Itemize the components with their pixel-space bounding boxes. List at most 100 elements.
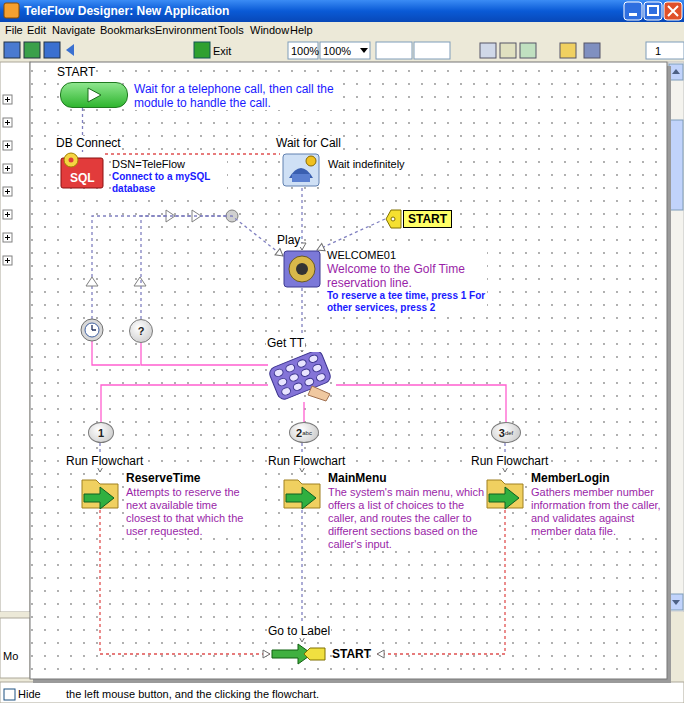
graphic-part bbox=[3, 95, 12, 265]
graphic-part bbox=[31, 63, 666, 678]
connector bbox=[141, 343, 268, 365]
digit-circle: 2abc bbox=[289, 422, 319, 443]
graphic-part bbox=[92, 216, 232, 319]
menu-item: Help bbox=[290, 24, 313, 36]
graphic-part bbox=[4, 42, 20, 58]
graphic-part bbox=[4, 3, 19, 18]
node-text-column: Wait for a telephone call, then call the… bbox=[134, 82, 339, 110]
node-heading: Run Flowchart bbox=[267, 454, 346, 468]
condition-circle: ? bbox=[129, 319, 153, 343]
graphic-part bbox=[82, 480, 118, 508]
menu-item: Bookmarks bbox=[100, 24, 155, 36]
connector bbox=[301, 510, 302, 642]
ui-label: 100% bbox=[323, 45, 351, 57]
run-flowchart-icon bbox=[282, 472, 322, 510]
speaker-icon bbox=[283, 250, 321, 288]
ui-label: Exit bbox=[213, 45, 231, 57]
node-text: The system's main menu, which offers a l… bbox=[328, 486, 488, 551]
graphic-part bbox=[489, 487, 519, 509]
graphic-part bbox=[0, 618, 30, 678]
graphic-part bbox=[584, 43, 600, 58]
graphic-part bbox=[300, 368, 311, 378]
graphic-part bbox=[85, 323, 99, 337]
node-text: MemberLogin bbox=[531, 471, 661, 486]
goto-icon bbox=[270, 642, 328, 666]
graphic-part bbox=[296, 359, 307, 369]
graphic-part bbox=[629, 13, 637, 16]
node-text: Gathers member number information from t… bbox=[531, 486, 661, 538]
graphic-part bbox=[5, 97, 10, 263]
connector bbox=[303, 402, 304, 422]
graphic-part bbox=[69, 158, 74, 163]
graphic-part bbox=[285, 363, 296, 373]
node-text: Attempts to reserve the next available t… bbox=[126, 486, 254, 538]
graphic-part bbox=[66, 44, 74, 56]
menu-item: File bbox=[5, 24, 23, 36]
graphic-part bbox=[0, 682, 684, 703]
run-flowchart-icon bbox=[485, 472, 525, 510]
graphic-part bbox=[669, 120, 683, 210]
graphic-part bbox=[669, 64, 683, 80]
menu-item: Edit bbox=[27, 24, 46, 36]
label-tag-icon bbox=[385, 208, 403, 230]
graphic-part bbox=[386, 210, 401, 228]
graphic-part bbox=[284, 480, 320, 508]
graphic-part bbox=[292, 174, 310, 182]
graphic-part bbox=[320, 42, 370, 59]
start-node: STARTWait for a telephone call, then cal… bbox=[60, 82, 128, 108]
graphic-part bbox=[391, 217, 395, 221]
graphic-part bbox=[273, 368, 284, 378]
graphic-part bbox=[88, 88, 101, 102]
ui-label: the left mouse button, and the clicking … bbox=[66, 688, 319, 700]
node-text: ReserveTime bbox=[126, 471, 254, 486]
graphic-part bbox=[308, 386, 330, 401]
node-text-column: WELCOME01Welcome to the Golf Time reserv… bbox=[327, 248, 487, 314]
graphic-part bbox=[292, 382, 303, 392]
graphic-part bbox=[92, 325, 96, 330]
letters-text: abc bbox=[302, 430, 312, 436]
digit-text: ? bbox=[138, 325, 145, 337]
graphic-part bbox=[376, 42, 412, 59]
ui-label: Mo bbox=[3, 650, 18, 662]
graphic-part bbox=[0, 38, 684, 62]
menu-item: Tools bbox=[218, 24, 244, 36]
graphic-part bbox=[668, 6, 678, 16]
graphic-part bbox=[277, 377, 288, 387]
node-text: Connect to a mySQL database bbox=[112, 171, 227, 195]
label-name: START bbox=[403, 210, 452, 228]
connector bbox=[301, 188, 302, 250]
node-text-column: MemberLoginGathers member number informa… bbox=[531, 471, 661, 538]
graphic-part bbox=[648, 6, 658, 15]
node-heading: Play bbox=[276, 233, 301, 247]
graphic-part bbox=[360, 48, 368, 53]
node-text-column: Wait indefinitely bbox=[328, 157, 438, 171]
connector bbox=[317, 219, 385, 250]
connector bbox=[101, 385, 268, 422]
graphic-part bbox=[304, 377, 315, 387]
graphic-part bbox=[520, 43, 536, 58]
graphic-part bbox=[44, 42, 60, 58]
graphic-part bbox=[624, 2, 642, 20]
connector bbox=[141, 216, 283, 319]
wait-call-node: Wait for CallWait indefinitely bbox=[280, 152, 322, 188]
graphic-part bbox=[268, 352, 332, 401]
play-node: PlayWELCOME01Welcome to the Golf Time re… bbox=[283, 250, 321, 288]
graphic-part bbox=[672, 600, 680, 605]
graphic-part bbox=[289, 256, 315, 282]
node-text-column: MainMenuThe system's main menu, which of… bbox=[328, 471, 488, 551]
graphic-part bbox=[669, 594, 683, 610]
run-flowchart-icon bbox=[80, 472, 120, 510]
letters-text: def bbox=[505, 430, 513, 436]
graphic-part bbox=[84, 487, 114, 509]
graphic-part bbox=[92, 216, 232, 365]
digit-circle: 3def bbox=[491, 422, 521, 443]
label-tag-node: START bbox=[385, 208, 452, 230]
graphic-part bbox=[644, 2, 662, 20]
node-heading: Get TT bbox=[266, 336, 305, 350]
graphic-part bbox=[487, 480, 523, 508]
get-digits-node: Get TT bbox=[268, 352, 336, 402]
graphic-part bbox=[92, 341, 140, 365]
graphic-part bbox=[0, 0, 684, 22]
connector bbox=[105, 153, 280, 154]
